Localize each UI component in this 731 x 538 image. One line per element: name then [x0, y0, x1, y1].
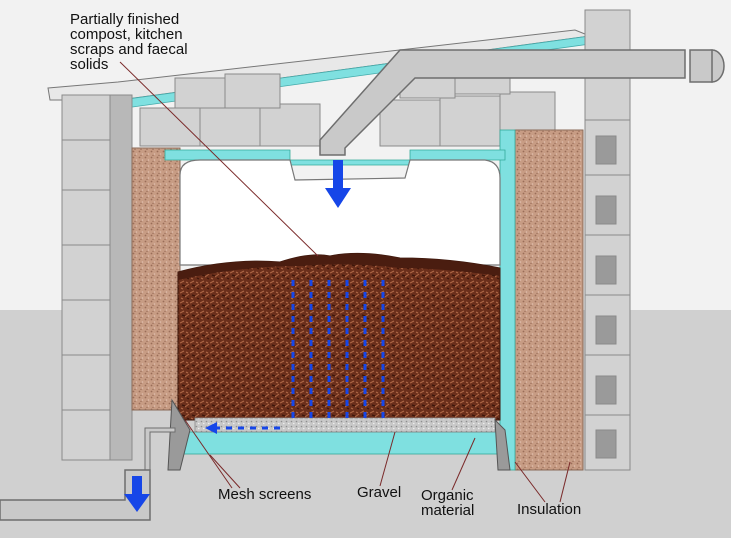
leachate-arrow-head — [205, 422, 217, 434]
organic-material-label: Organic material — [421, 487, 475, 519]
compost-surface — [178, 253, 500, 280]
outlet-arrow — [124, 476, 150, 512]
compost-label: Partially finished compost, kitchen scra… — [70, 11, 188, 73]
insulation-right — [514, 129, 584, 471]
gravel-bed — [194, 417, 496, 433]
inlet-arrow — [325, 160, 351, 208]
mesh-screens-label: Mesh screens — [218, 486, 312, 503]
left-block-column — [61, 94, 133, 461]
right-block-column — [584, 9, 631, 471]
mesh-screen-left — [167, 398, 191, 471]
gravel-label: Gravel — [357, 484, 402, 501]
drain-pipe — [0, 469, 151, 521]
insulation-label: Insulation — [517, 501, 582, 518]
compost-mass — [177, 252, 501, 421]
chamber-liner-bottom — [179, 431, 501, 455]
leader-lines — [119, 61, 571, 503]
chamber-liner-right — [499, 129, 516, 471]
mesh-screen-right — [494, 418, 511, 471]
inlet-pipe — [319, 49, 686, 156]
inlet-pipe-extension — [689, 49, 713, 83]
chamber-air-space — [179, 159, 501, 266]
insulation-left — [131, 147, 181, 411]
